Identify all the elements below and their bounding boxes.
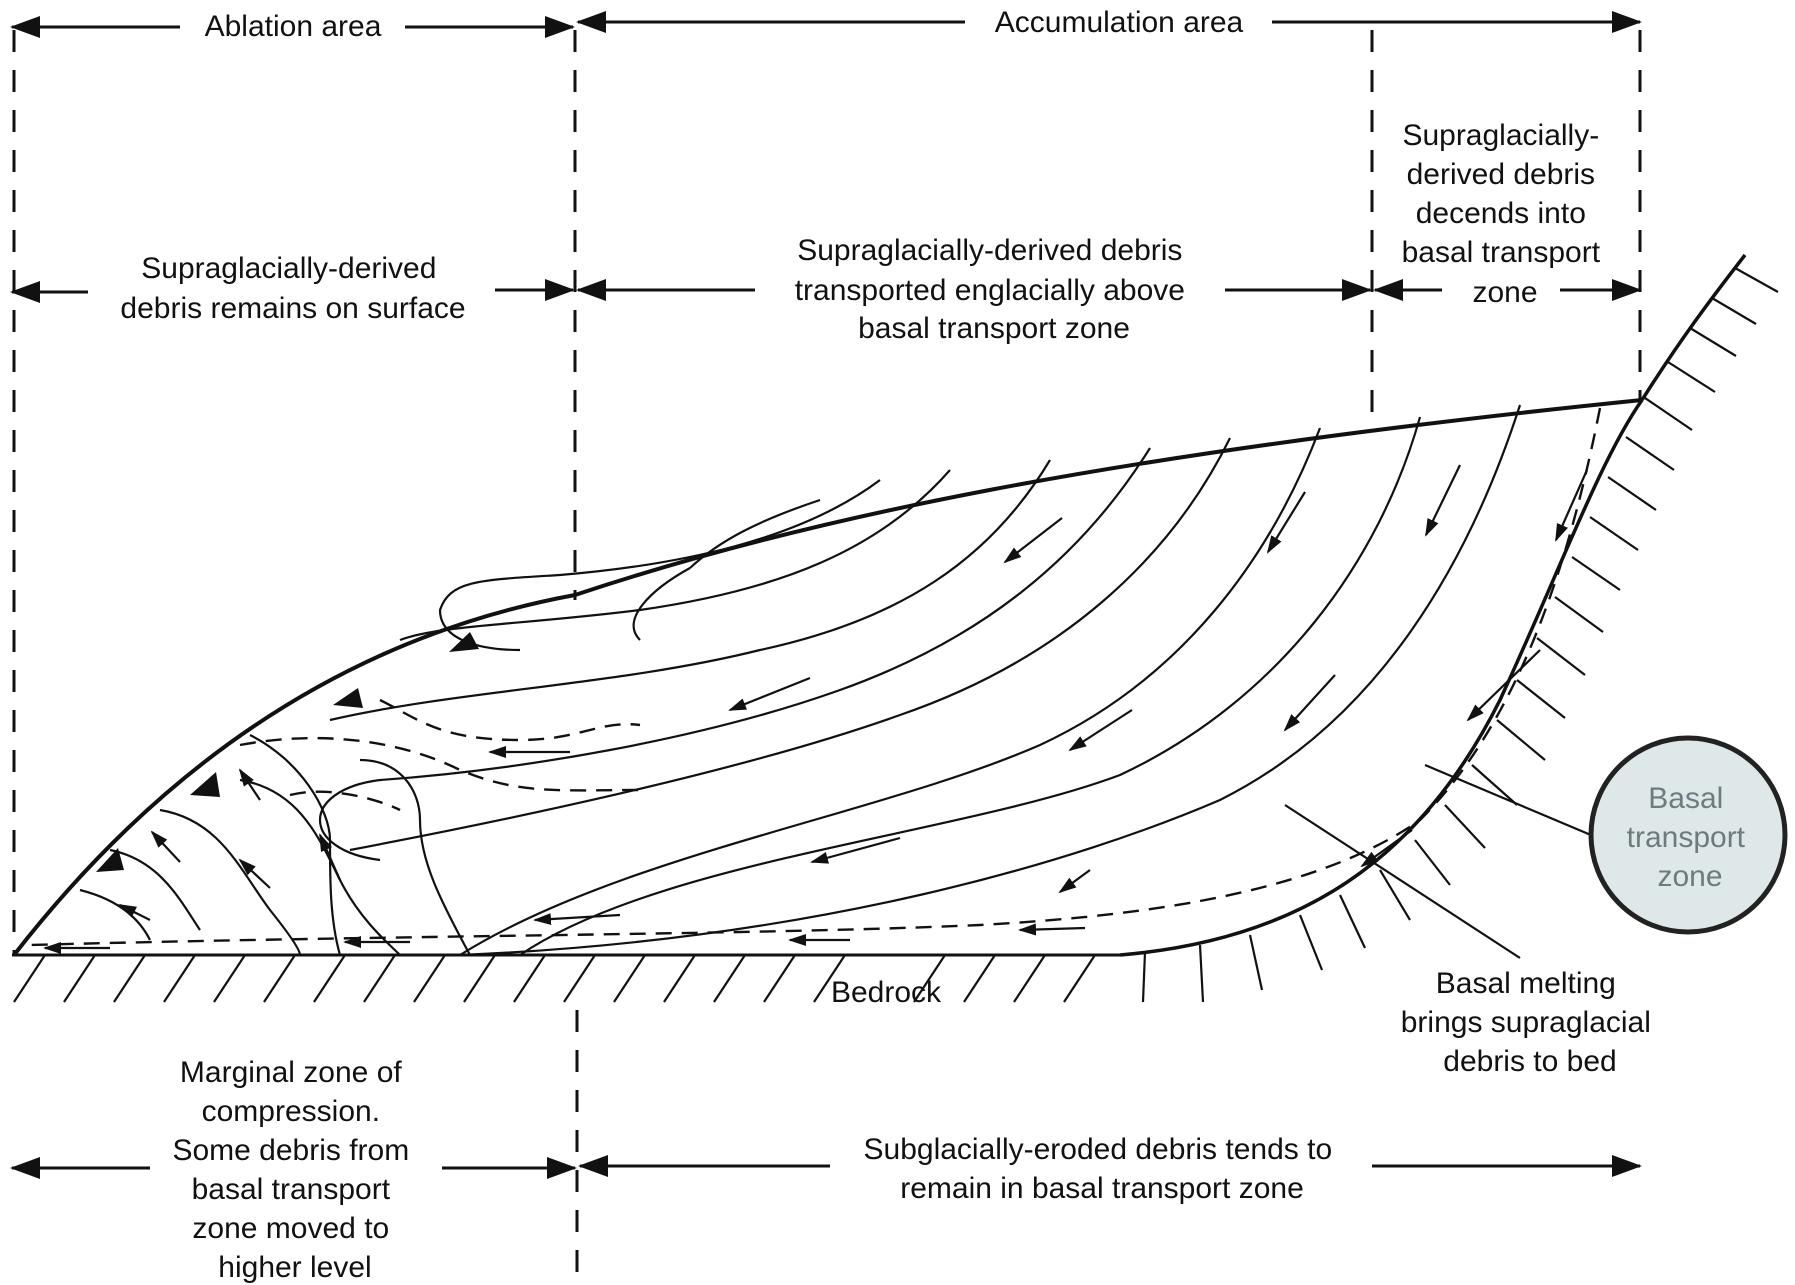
subglacial-label: Subglacially-eroded debris tends to rema… (864, 1133, 1341, 1205)
marginal-zone-label: Marginal zone of compression. Some debri… (172, 1056, 417, 1284)
basal-melting-label: Basal melting brings supraglacial debris… (1401, 967, 1659, 1078)
supra-englacial-label: Supraglacially-derived debris transporte… (795, 234, 1194, 345)
supra-descends-label: Supraglacially- derived debris decends i… (1402, 119, 1609, 309)
zone-boundary-lines (12, 30, 1642, 1285)
basal-melting-leader (1284, 804, 1521, 959)
bedrock-hatching (13, 954, 1096, 1003)
glacier-bed (1119, 398, 1644, 957)
basal-transport-zone-callout (1588, 735, 1788, 935)
basal-transport-leader (1424, 763, 1599, 840)
ablation-area-label: Ablation area (205, 10, 382, 43)
extent-arrows (10, 11, 1642, 1179)
valley-wall-hatching (1141, 267, 1779, 1003)
internal-flow-arrows (43, 464, 1589, 954)
bedrock-label: Bedrock (831, 976, 942, 1009)
dashed-debris-paths (29, 407, 1602, 947)
leader-lines (1284, 763, 1599, 959)
accumulation-area-label: Accumulation area (995, 6, 1244, 39)
supra-surface-label: Supraglacially-derived debris remains on… (120, 252, 465, 325)
flow-lines (79, 404, 1522, 957)
bedrock (12, 953, 1120, 1003)
basal-transport-zone-label: Basal transport zone (1627, 782, 1754, 893)
valley-wall (1640, 253, 1747, 401)
